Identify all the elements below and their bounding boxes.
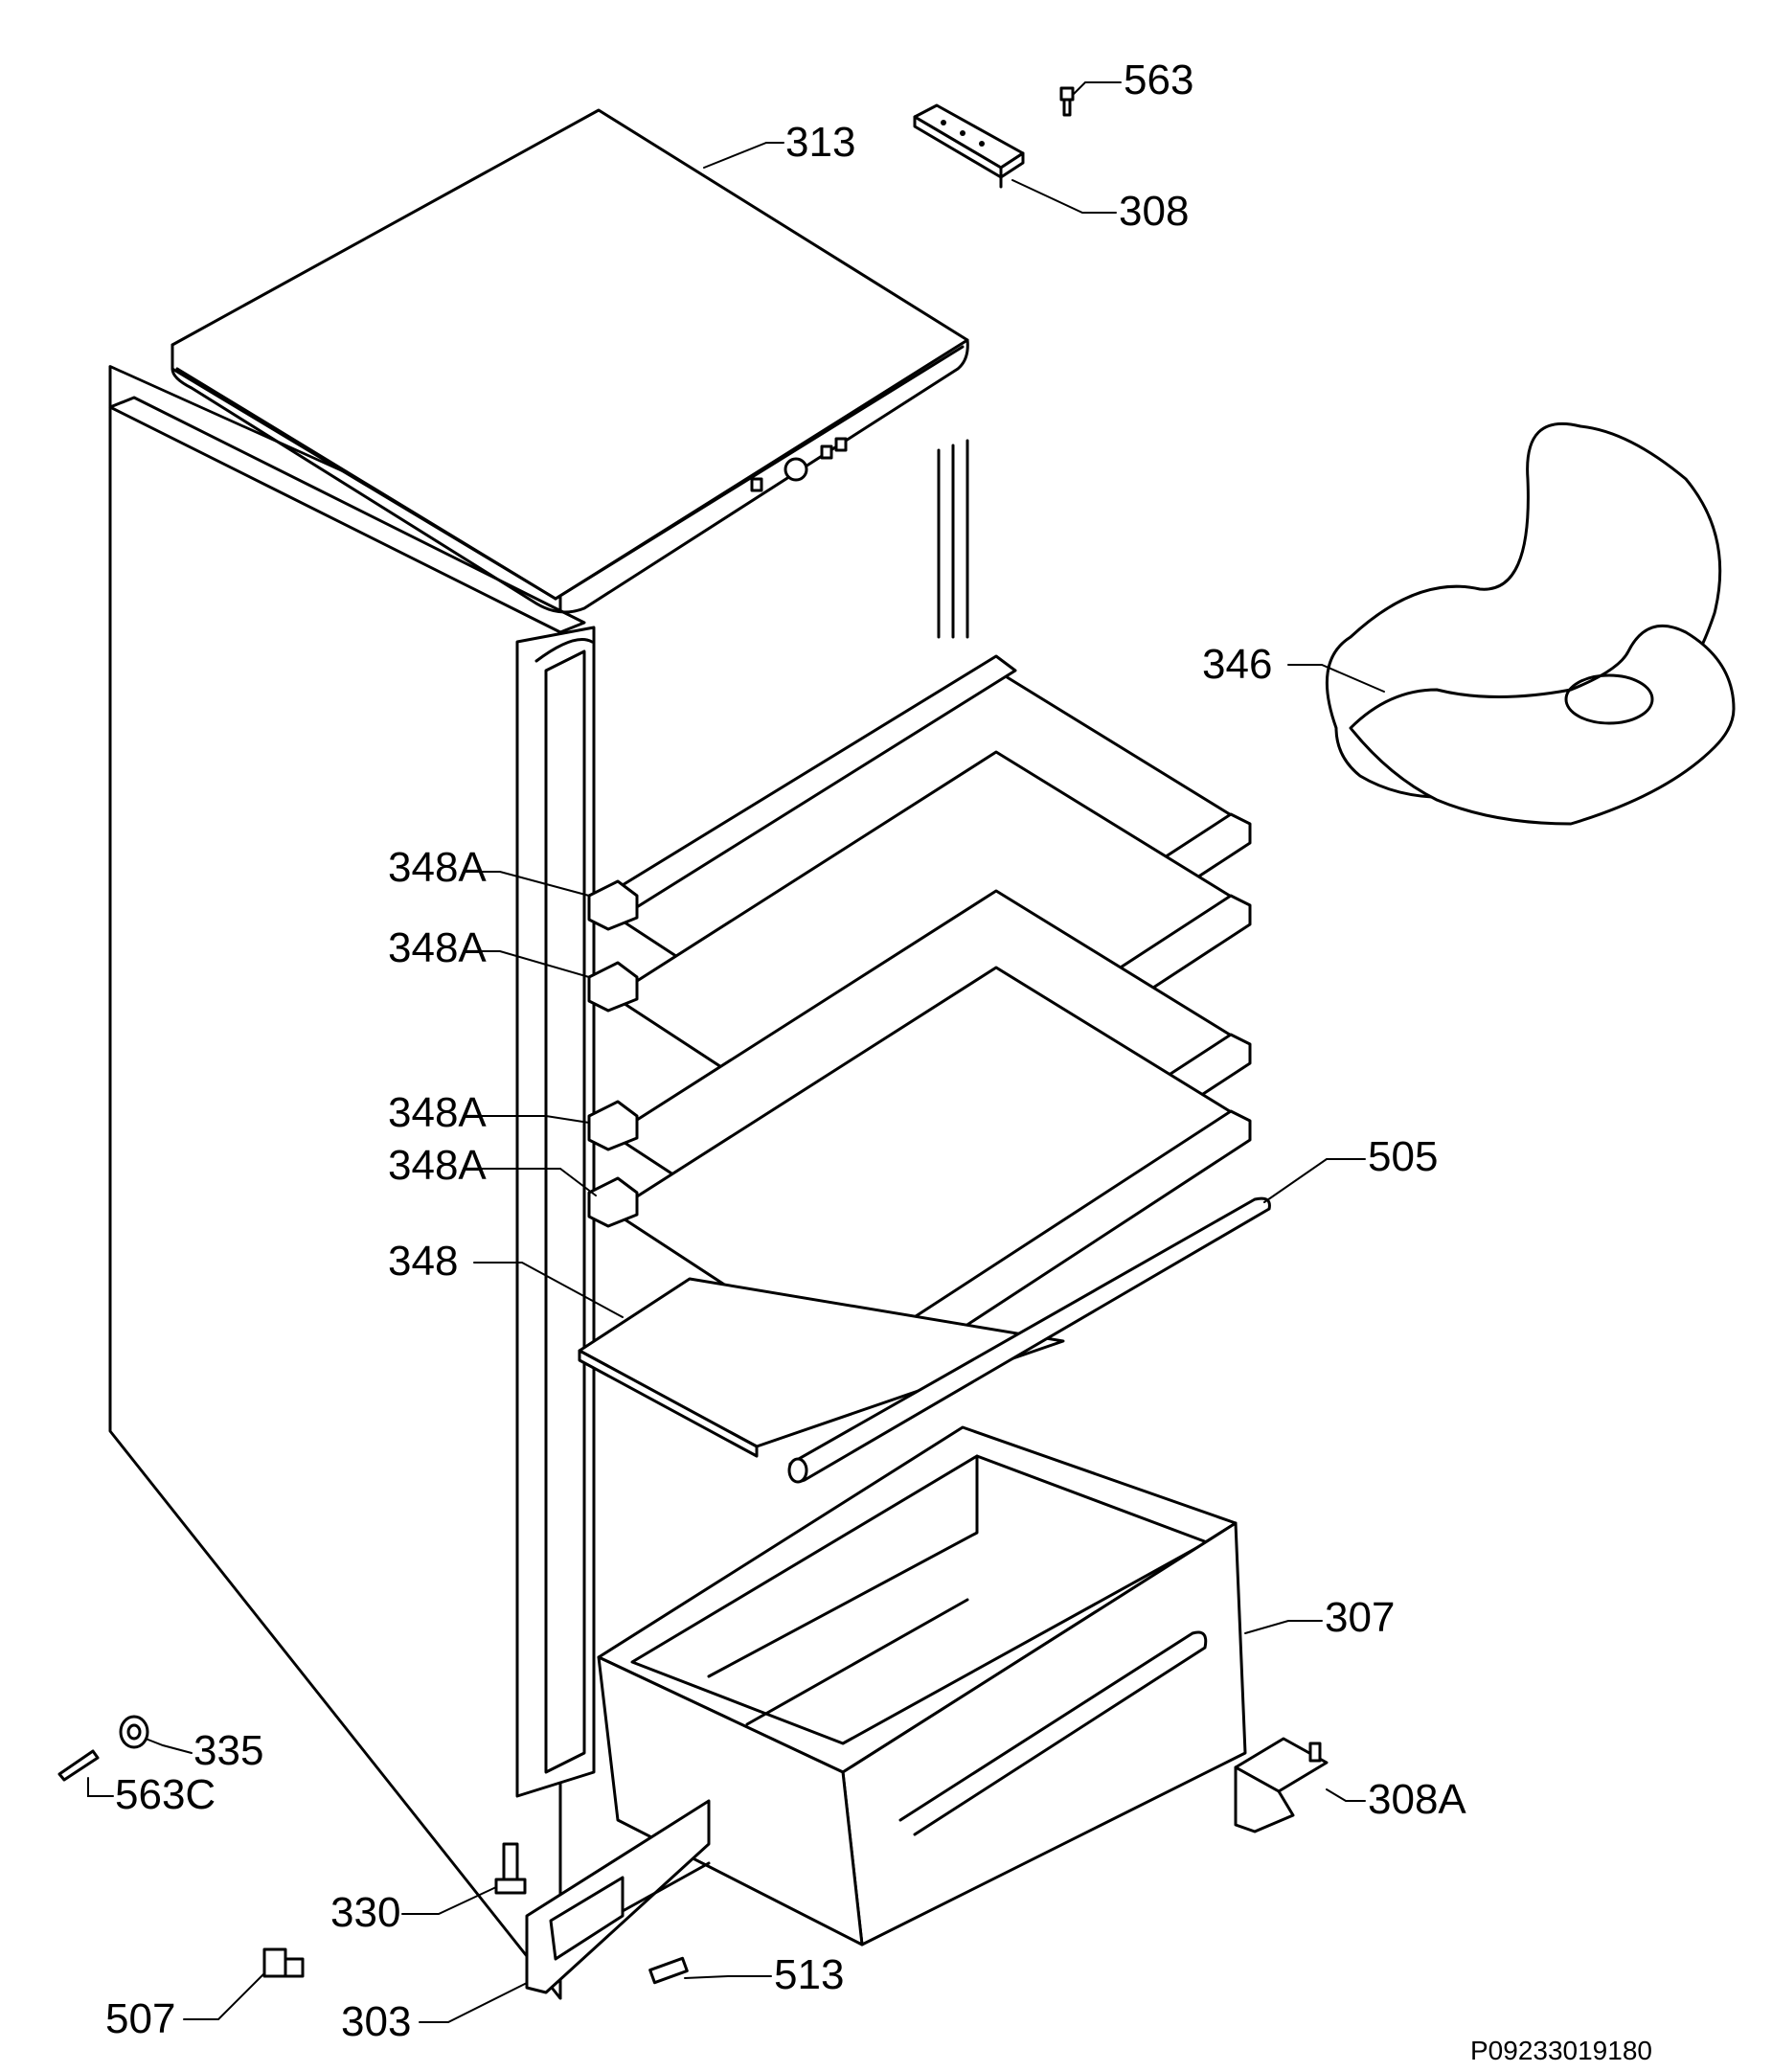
top-cover-part xyxy=(170,108,969,614)
clip-part xyxy=(648,1956,689,1985)
label-505: 505 xyxy=(1368,1133,1439,1180)
label-348a-1: 348A xyxy=(388,844,487,891)
label-348a-4: 348A xyxy=(388,1142,487,1189)
label-513: 513 xyxy=(774,1951,845,1998)
label-563c: 563C xyxy=(115,1771,216,1818)
label-563: 563 xyxy=(1124,57,1194,103)
leader-lines xyxy=(87,81,1385,2023)
label-308a: 308A xyxy=(1368,1776,1466,1823)
foot-part xyxy=(119,1715,149,1749)
bolt-part xyxy=(494,1842,527,1895)
label-335: 335 xyxy=(193,1727,264,1774)
grille-part xyxy=(525,1799,711,1994)
label-330: 330 xyxy=(330,1889,401,1936)
label-348a-2: 348A xyxy=(388,924,487,971)
bottom-glass-shelf xyxy=(578,1277,1065,1458)
reference-code: P09233019180 xyxy=(1470,2036,1652,2065)
fruit-bowl-part xyxy=(1325,421,1736,826)
bottom-hinge-part xyxy=(1234,1737,1329,1833)
front-profile-strip xyxy=(787,1196,1271,1484)
label-313: 313 xyxy=(785,119,856,166)
label-308: 308 xyxy=(1119,188,1190,235)
label-307: 307 xyxy=(1325,1594,1396,1641)
crisper-drawer xyxy=(597,1425,1247,1947)
label-507: 507 xyxy=(105,1995,176,2042)
bracket-part xyxy=(262,1947,305,1978)
top-hinge-part xyxy=(913,103,1025,189)
cabinet-body xyxy=(108,365,969,2000)
label-348a-3: 348A xyxy=(388,1089,487,1136)
pin-part xyxy=(57,1749,100,1782)
screw-part xyxy=(1059,86,1075,117)
label-303: 303 xyxy=(341,1998,412,2045)
label-346: 346 xyxy=(1202,641,1273,688)
label-348: 348 xyxy=(388,1238,459,1285)
